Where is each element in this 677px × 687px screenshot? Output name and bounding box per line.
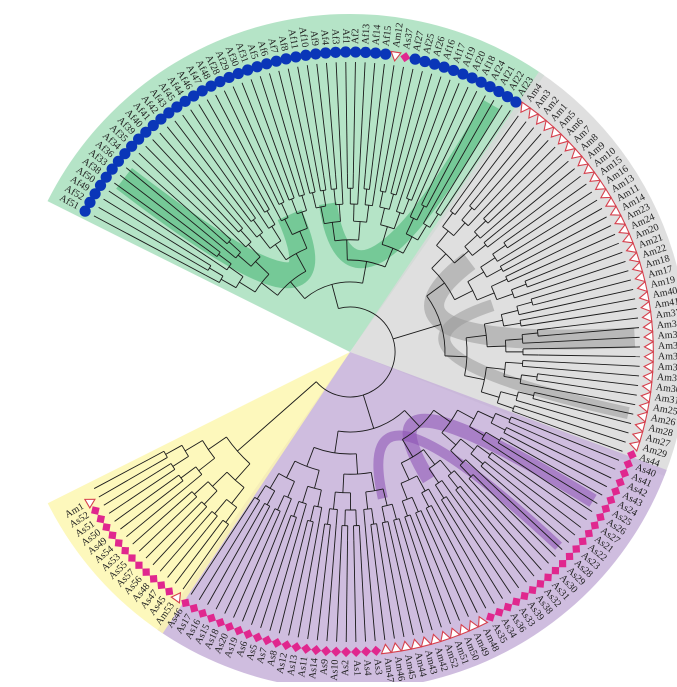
leaf-as22-diamond-marker xyxy=(579,537,587,545)
leaf-af5-circle-marker xyxy=(252,61,263,72)
leaf-af23-circle-marker xyxy=(510,96,521,107)
leaf-af26-circle-marker xyxy=(429,59,440,70)
leaf-af15-circle-marker xyxy=(380,49,391,60)
leaf-af1-circle-marker xyxy=(340,46,351,57)
leaf-af6-circle-marker xyxy=(261,58,272,69)
leaf-as31-diamond-marker xyxy=(544,574,552,582)
leaf-as27-diamond-marker xyxy=(591,521,599,529)
leaf-af14-circle-marker xyxy=(370,47,381,58)
leaf-as57-diamond-marker xyxy=(135,562,142,569)
leaf-af9-label: Af9 xyxy=(308,30,321,47)
leaf-af10-circle-marker xyxy=(300,50,311,61)
leaf-as50-diamond-marker xyxy=(102,523,110,531)
leaf-af4-circle-marker xyxy=(320,47,331,58)
leaf-as46-diamond-marker xyxy=(181,599,190,608)
leaf-af13-circle-marker xyxy=(360,47,371,58)
leaf-am36-label: Am36 xyxy=(658,340,677,351)
leaf-as39-diamond-marker xyxy=(520,592,528,600)
leaf-as2-label: As2 xyxy=(340,660,351,676)
leaf-af7-circle-marker xyxy=(271,56,282,67)
leaf-as26-diamond-marker xyxy=(596,513,605,522)
leaf-as1-label: As1 xyxy=(351,660,362,676)
leaf-as47-diamond-marker xyxy=(157,581,165,589)
leaf-af2-circle-marker xyxy=(350,46,361,57)
leaf-as51-diamond-marker xyxy=(97,515,105,523)
leaf-af25-circle-marker xyxy=(419,56,430,67)
leaf-as28-diamond-marker xyxy=(566,553,573,560)
leaf-as33-diamond-marker xyxy=(512,597,520,605)
leaf-as9-label: As9 xyxy=(318,659,330,676)
leaf-af9-circle-marker xyxy=(310,48,321,59)
leaf-af3-circle-marker xyxy=(330,47,341,58)
leaf-as54-diamond-marker xyxy=(115,539,123,547)
branch-radial xyxy=(356,510,357,526)
leaf-as10-label: As10 xyxy=(329,659,341,681)
leaf-as23-diamond-marker xyxy=(572,545,580,553)
leaf-af11-circle-marker xyxy=(290,51,301,62)
leaf-af3-label: Af3 xyxy=(329,29,341,45)
leaf-as38-diamond-marker xyxy=(529,586,537,594)
branch-radial xyxy=(347,240,348,260)
leaf-as49-diamond-marker xyxy=(108,531,116,539)
leaf-as53-diamond-marker xyxy=(121,547,129,555)
leaf-as29-diamond-marker xyxy=(559,560,566,567)
leaf-as45-diamond-marker xyxy=(165,587,173,595)
leaf-as21-diamond-marker xyxy=(585,529,593,537)
leaf-as32-diamond-marker xyxy=(536,580,544,588)
leaf-as30-diamond-marker xyxy=(552,567,559,574)
leaf-af27-circle-marker xyxy=(410,54,421,65)
leaf-as56-diamond-marker xyxy=(142,568,149,575)
leaf-af4-label: Af4 xyxy=(318,29,330,45)
leaf-as48-diamond-marker xyxy=(150,575,158,583)
leaf-as55-diamond-marker xyxy=(128,554,135,561)
leaf-af8-circle-marker xyxy=(280,53,291,64)
